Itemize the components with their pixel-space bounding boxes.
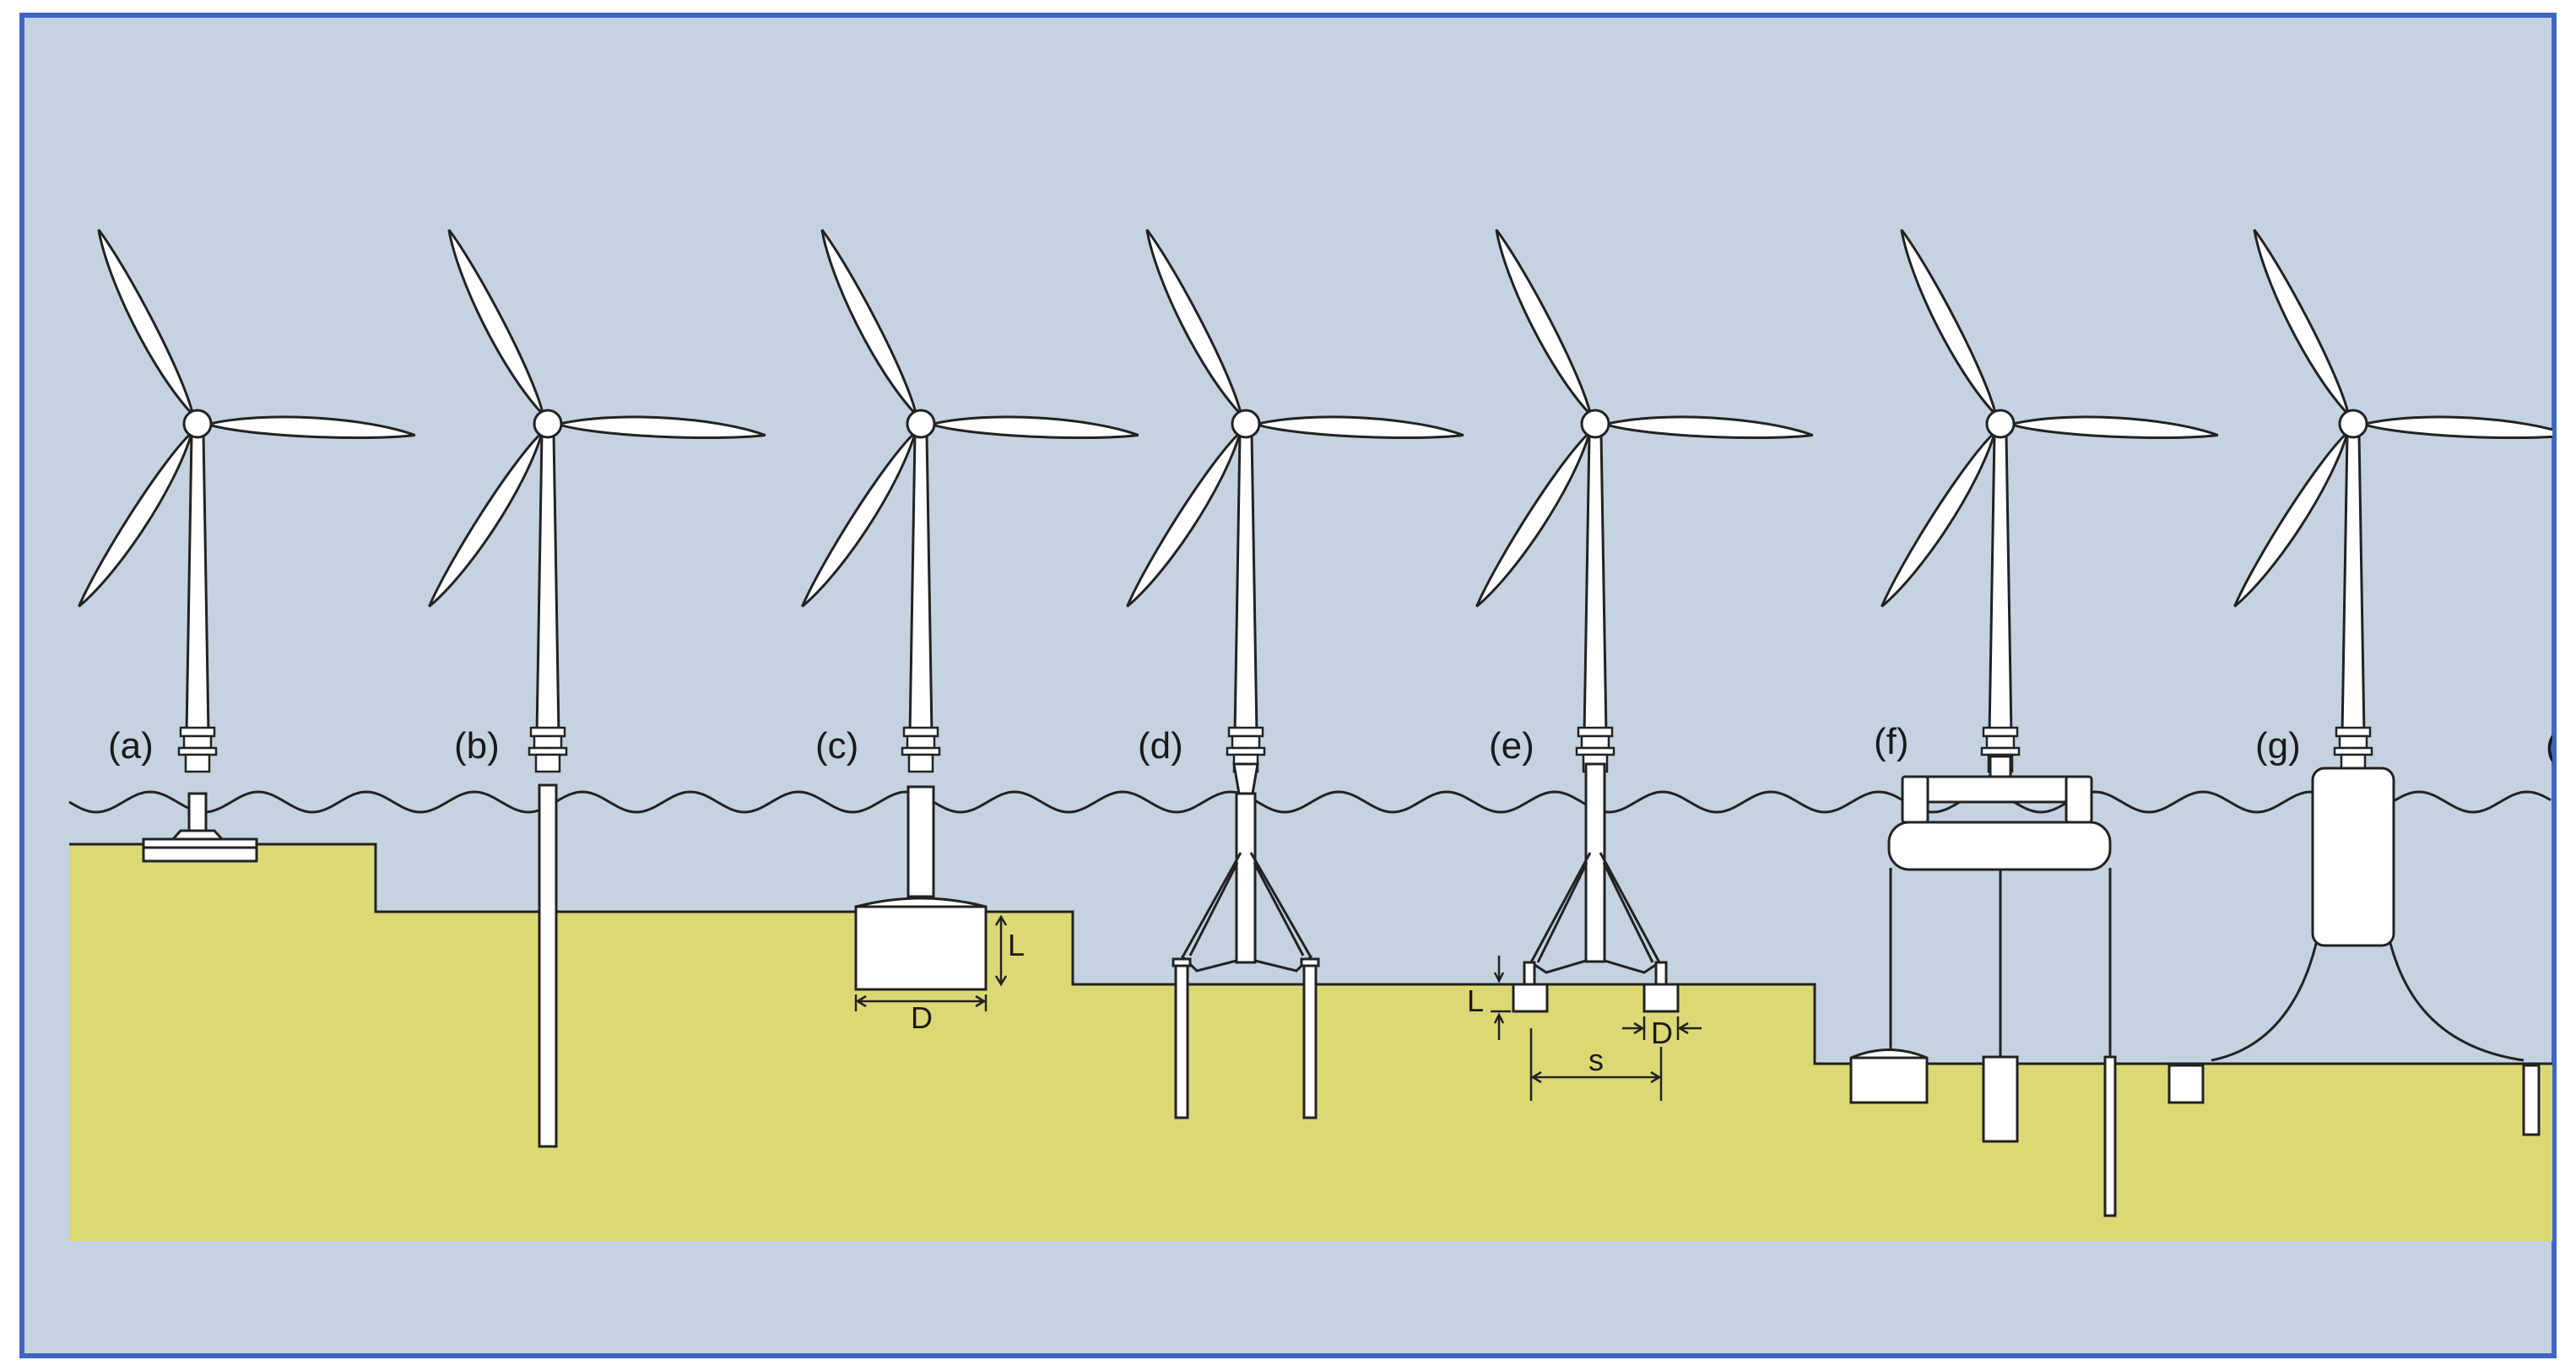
turbine xyxy=(2227,225,2552,773)
turbine xyxy=(422,225,767,773)
label-a: (a) xyxy=(108,725,154,767)
foundation-a xyxy=(142,792,258,863)
foundation-e-tripod-buckets xyxy=(1491,762,1702,1101)
seabed-outline xyxy=(69,843,2552,1065)
turbines xyxy=(72,225,2552,773)
dimension-e-diameter: D xyxy=(1651,1016,1673,1050)
foundation-f-tension-leg xyxy=(1849,755,2117,1217)
foundation-g-spar-buoy xyxy=(2167,767,2541,1136)
label-d: (d) xyxy=(1138,725,1183,767)
label-c: (c) xyxy=(815,725,858,767)
dimension-e-spacing: s xyxy=(1588,1043,1604,1077)
turbine xyxy=(795,225,1140,773)
water-surface xyxy=(68,790,2552,814)
foundation-d-tripod-piles xyxy=(1172,762,1320,1119)
foundation-c-caisson xyxy=(854,785,1008,1011)
dimension-c-length: L xyxy=(1008,928,1025,962)
label-g: (g) xyxy=(2255,725,2301,767)
label-b: (b) xyxy=(454,725,500,767)
label-f: (f) xyxy=(1874,721,1909,762)
dimension-c-diameter: D xyxy=(911,1000,933,1035)
turbine xyxy=(1120,225,1465,773)
label-e: (e) xyxy=(1489,725,1534,767)
foundation-b-monopile xyxy=(538,783,558,1148)
label-h-partial: ( xyxy=(2546,725,2558,767)
turbine xyxy=(72,225,417,773)
dimension-e-length: L xyxy=(1467,984,1484,1018)
